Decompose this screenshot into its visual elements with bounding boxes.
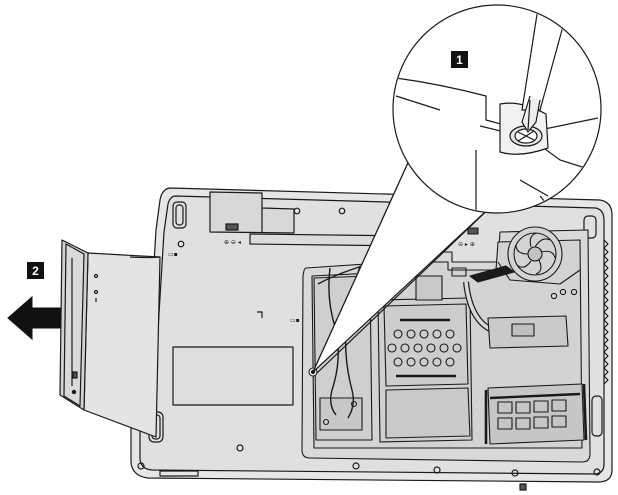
step-badge-1-label: 1 [456,53,463,67]
hdd-bracket [415,275,443,301]
screw-hole [338,207,346,215]
step-badge-2-label: 2 [32,264,39,278]
antenna-cable [328,267,339,416]
screw-hole [236,444,244,452]
svg-text:▭▪: ▭▪ [168,251,178,258]
screw-hole [293,207,301,215]
rubber-foot [591,395,603,437]
hdd-vent-holes [387,318,462,378]
optical-drive-icon [59,239,161,438]
screw-hole [433,466,441,474]
arrow-left-icon [7,295,61,341]
memory-module-icon [484,383,588,445]
step-badge-1: 1 [451,51,468,68]
wlan-card [319,397,363,431]
screw-hole [593,468,601,476]
right-edge-vents [603,239,609,385]
screw-hole [511,469,519,477]
step-badge-2: 2 [27,262,44,279]
screw-hole [177,240,185,248]
top-raised-block [209,191,295,234]
fan-icon [507,226,563,282]
lock-switch-right [467,227,479,235]
lock-switch-left [225,223,239,231]
zoom-circle [392,4,602,214]
svg-text:▭▪: ▭▪ [290,317,300,324]
drive-body [83,252,161,438]
rubber-foot [583,215,597,239]
ribbon-cable [469,265,515,283]
svg-text:⊕ ⊖ ◂: ⊕ ⊖ ◂ [224,239,241,246]
screw-hole [137,462,145,470]
screw-hole [352,462,360,470]
rubber-foot [172,201,187,229]
label-plate [172,346,294,406]
svg-text:⊖ ▸ ⊕: ⊖ ▸ ⊕ [458,241,475,248]
magnifier-callout [312,4,602,374]
